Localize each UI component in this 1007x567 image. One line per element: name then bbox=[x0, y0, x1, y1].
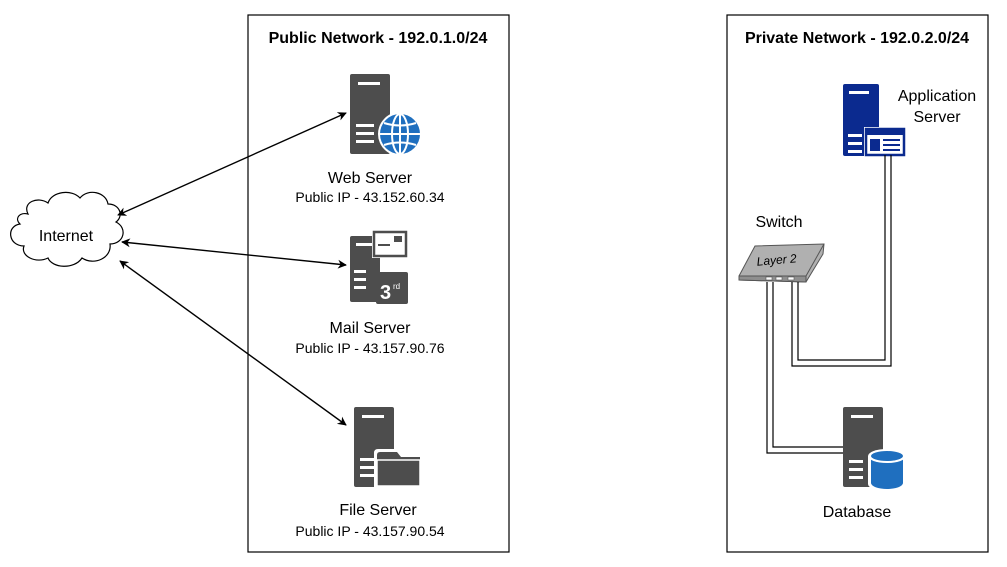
database-name: Database bbox=[823, 504, 892, 521]
public-network-title: Public Network - 192.0.1.0/24 bbox=[269, 30, 488, 47]
internet-label: Internet bbox=[39, 228, 94, 245]
layer2-switch-icon bbox=[738, 243, 825, 283]
mail-server-ip: Public IP - 43.157.90.76 bbox=[295, 340, 444, 356]
mail-server-icon bbox=[350, 230, 408, 304]
file-server-ip: Public IP - 43.157.90.54 bbox=[295, 523, 444, 539]
mail-server-badge-sup: rd bbox=[393, 282, 400, 291]
application-server-icon bbox=[843, 84, 906, 157]
link-switch-app bbox=[791, 155, 892, 367]
file-server-name: File Server bbox=[339, 502, 417, 519]
file-server-icon bbox=[354, 407, 422, 488]
application-server-name-line2: Server bbox=[913, 109, 961, 126]
link-internet-web bbox=[117, 112, 347, 216]
link-switch-db bbox=[766, 282, 843, 454]
private-network-title: Private Network - 192.0.2.0/24 bbox=[745, 30, 969, 47]
database-server-icon bbox=[843, 407, 906, 491]
private-network-box bbox=[726, 14, 989, 553]
web-server-ip: Public IP - 43.152.60.34 bbox=[295, 189, 444, 205]
web-server-name: Web Server bbox=[328, 170, 413, 187]
link-internet-file bbox=[119, 260, 347, 426]
mail-server-name: Mail Server bbox=[330, 320, 412, 337]
web-server-icon bbox=[350, 74, 422, 156]
link-internet-mail bbox=[121, 238, 347, 269]
switch-face-label: Layer 2 bbox=[756, 251, 797, 268]
switch-label: Switch bbox=[755, 214, 802, 231]
mail-server-badge: 3 bbox=[380, 282, 391, 304]
internet-cloud-icon bbox=[10, 191, 124, 267]
application-server-name-line1: Application bbox=[898, 88, 976, 105]
